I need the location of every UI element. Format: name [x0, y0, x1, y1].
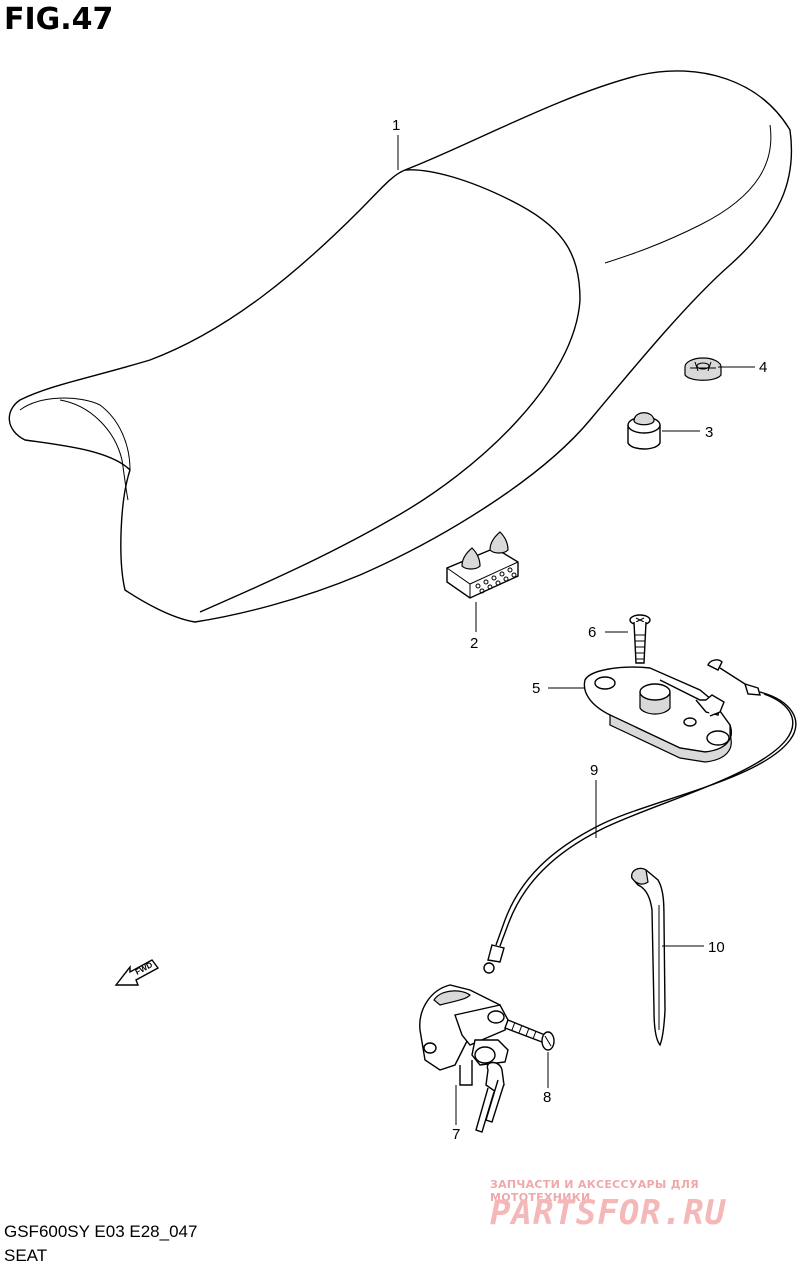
seat-lock-cable-part[interactable]	[483, 659, 797, 974]
lock-screw-part[interactable]	[504, 1019, 555, 1051]
diagram-name: SEAT	[4, 1246, 48, 1265]
diagram-code: GSF600SY E03 E28_047	[4, 1222, 198, 1241]
callout-6: 6	[588, 624, 596, 641]
callout-7: 7	[452, 1126, 460, 1143]
callout-2: 2	[470, 635, 478, 652]
callout-3: 3	[705, 424, 713, 441]
watermark-tagline: ЗАПЧАСТИ И АКСЕССУАРЫ ДЛЯ МОТОТЕХНИКИ	[490, 1178, 700, 1204]
callout-9: 9	[590, 762, 598, 779]
seat-part[interactable]	[8, 70, 793, 623]
fwd-direction-arrow: FWD	[114, 959, 160, 986]
callout-5: 5	[532, 680, 540, 697]
seat-cushion-block-part[interactable]	[446, 531, 519, 599]
cable-clamp-part[interactable]	[631, 867, 666, 1047]
cushion-part[interactable]	[684, 357, 722, 381]
figure-title: FIG.47	[4, 2, 114, 37]
seat-lock-bracket-part[interactable]	[583, 666, 732, 763]
callout-4: 4	[759, 359, 767, 376]
callout-8: 8	[543, 1089, 551, 1106]
seat-damper-part[interactable]	[627, 412, 661, 450]
callout-10: 10	[708, 939, 725, 956]
screw-part[interactable]	[629, 614, 651, 664]
leader-lines	[397, 135, 755, 1125]
callout-1: 1	[392, 117, 400, 134]
seat-lock-part[interactable]	[419, 984, 509, 1133]
watermark-logo: PARTSFOR.RU	[490, 1193, 727, 1233]
